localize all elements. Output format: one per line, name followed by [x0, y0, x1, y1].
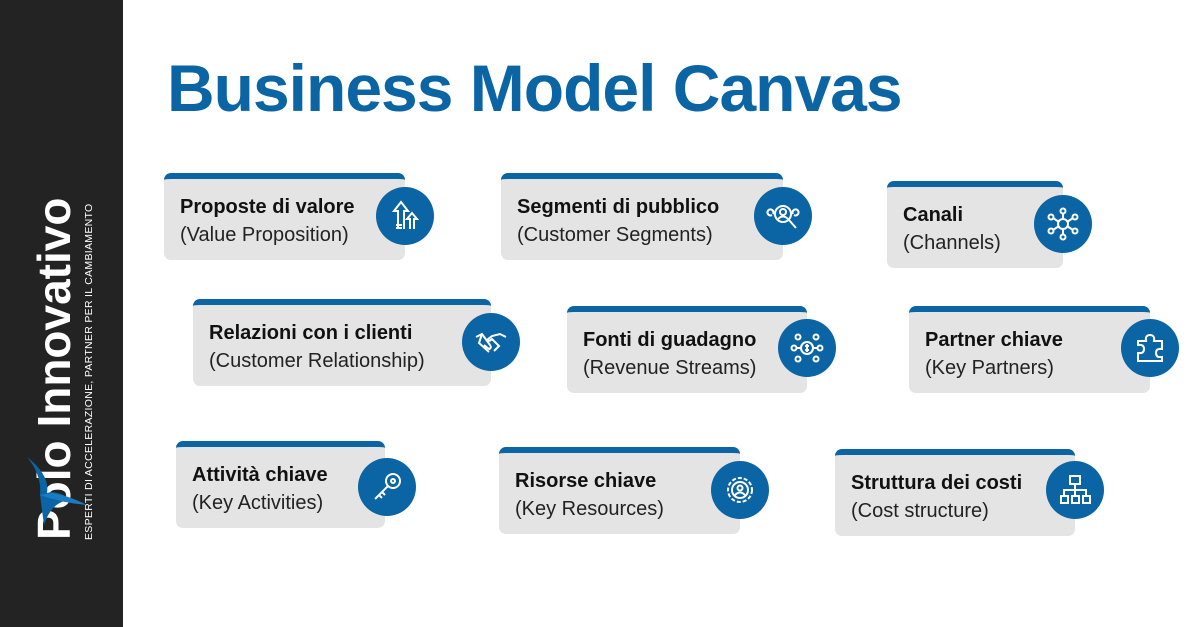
- network-icon: [1034, 195, 1092, 253]
- logo-bird-icon: [27, 457, 87, 525]
- card-title: Risorse chiave: [515, 470, 657, 492]
- card-subtitle: (Value Proposition): [180, 224, 349, 246]
- card-revenue-streams: Fonti di guadagno (Revenue Streams): [567, 306, 807, 393]
- card-title: Struttura dei costi: [851, 472, 1023, 494]
- people-search-icon: [754, 187, 812, 245]
- card-key-activities: Attività chiave (Key Activities): [176, 441, 385, 528]
- puzzle-icon: [1121, 319, 1179, 377]
- hierarchy-icon: [1046, 461, 1104, 519]
- brand-sidebar: Polo Innovativo ESPERTI DI ACCELERAZIONE…: [0, 0, 123, 627]
- card-key-resources: Risorse chiave (Key Resources): [499, 447, 740, 534]
- card-title: Proposte di valore: [180, 196, 355, 218]
- card-value-proposition: Proposte di valore (Value Proposition): [164, 173, 405, 260]
- card-subtitle: (Revenue Streams): [583, 357, 757, 379]
- card-channels: Canali (Channels): [887, 181, 1063, 268]
- card-subtitle: (Channels): [903, 232, 1001, 254]
- card-title: Segmenti di pubblico: [517, 196, 720, 218]
- money-network-icon: [778, 319, 836, 377]
- card-title: Fonti di guadagno: [583, 329, 757, 351]
- card-cost-structure: Struttura dei costi (Cost structure): [835, 449, 1075, 536]
- card-subtitle: (Customer Segments): [517, 224, 713, 246]
- arrows-up-icon: [376, 187, 434, 245]
- card-title: Attività chiave: [192, 464, 328, 486]
- card-title: Relazioni con i clienti: [209, 322, 413, 344]
- key-icon: [358, 458, 416, 516]
- card-customer-segments: Segmenti di pubblico (Customer Segments): [501, 173, 783, 260]
- gear-person-icon: [711, 461, 769, 519]
- card-subtitle: (Key Activities): [192, 492, 324, 514]
- card-key-partners: Partner chiave (Key Partners): [909, 306, 1150, 393]
- card-subtitle: (Cost structure): [851, 500, 989, 522]
- card-subtitle: (Key Resources): [515, 498, 664, 520]
- card-customer-relationship: Relazioni con i clienti (Customer Relati…: [193, 299, 491, 386]
- card-subtitle: (Customer Relationship): [209, 350, 425, 372]
- card-title: Canali: [903, 204, 964, 226]
- handshake-icon: [462, 313, 520, 371]
- card-title: Partner chiave: [925, 329, 1063, 351]
- page-title: Business Model Canvas: [167, 51, 903, 125]
- card-subtitle: (Key Partners): [925, 357, 1054, 379]
